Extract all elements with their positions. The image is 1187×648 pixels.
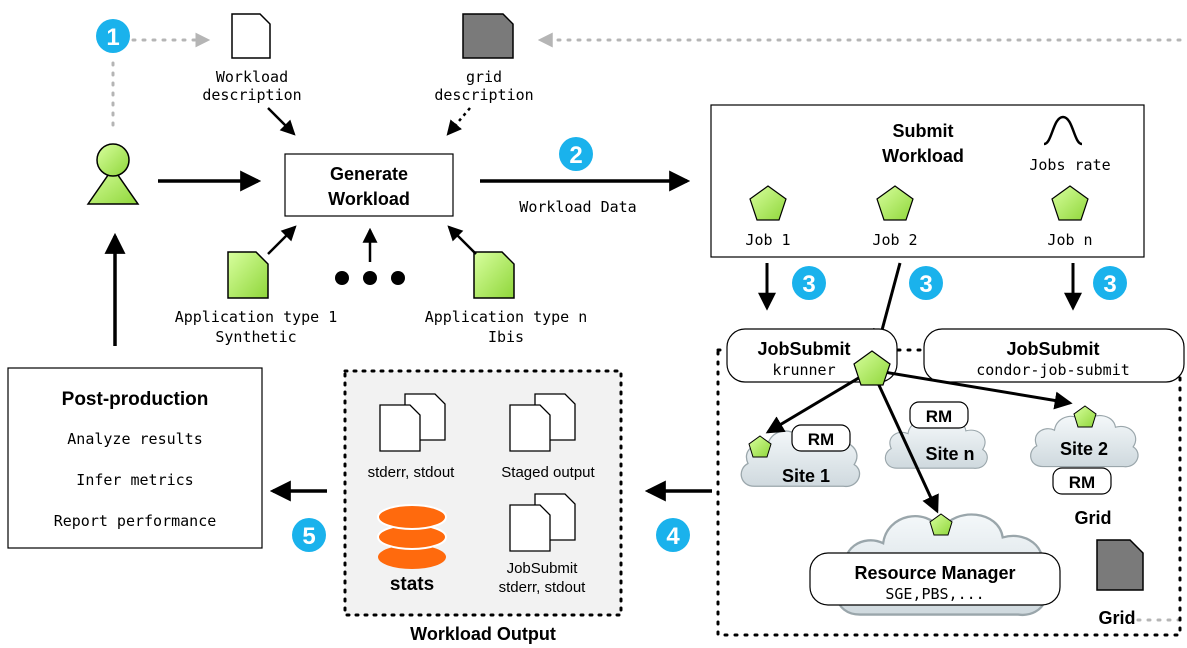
application-type-1-sub: Synthetic	[215, 328, 296, 346]
arrow-app1-to-generate	[267, 225, 297, 255]
jobsubmit-krunner-title: JobSubmit	[758, 339, 851, 359]
grid-label: Grid	[1074, 508, 1111, 528]
site-1-job-icon	[748, 435, 772, 458]
user-icon	[86, 143, 140, 205]
job-2-label: Job 2	[872, 231, 917, 249]
resource-manager-box	[809, 552, 1061, 606]
step-3-badge-job2: 3	[909, 266, 943, 300]
krunner-job-icon	[853, 350, 891, 386]
svg-text:4: 4	[666, 523, 680, 550]
grid-description-doc-icon	[462, 13, 514, 59]
site-2-rm-label: RM	[1069, 473, 1095, 492]
submit-workload-title: Submit	[893, 121, 954, 141]
site-2-job-icon	[1073, 405, 1097, 428]
staged-output-label: Staged output	[501, 464, 595, 481]
generate-workload-box	[284, 153, 454, 217]
step-1-badge: 1	[96, 19, 130, 53]
grid-doc-icon	[1096, 539, 1144, 591]
generate-workload-title: Generate	[330, 164, 408, 184]
jobsubmit-stderr-label-line2: stderr, stdout	[499, 579, 587, 596]
site-n-rm-box	[909, 401, 969, 429]
application-type-1-label: Application type 1	[175, 308, 338, 326]
application-type-n-sub: Ibis	[488, 328, 524, 346]
application-type-n-doc-icon	[473, 251, 515, 299]
stderr-stdout-docs-icon	[379, 393, 446, 452]
arrow-appn-to-generate	[447, 225, 477, 255]
staged-output-docs-icon	[509, 393, 576, 452]
workload-data-label: Workload Data	[519, 198, 636, 216]
site-1-rm-label: RM	[808, 430, 834, 449]
submit-workload-title-line2: Workload	[882, 146, 964, 166]
postproduction-item-report: Report performance	[54, 512, 217, 530]
arrow-krunner-to-resource-manager	[870, 369, 939, 514]
step-2-badge: 2	[559, 137, 593, 171]
step-4-badge: 4	[656, 518, 690, 552]
resource-manager-sub: SGE,PBS,...	[885, 585, 984, 603]
site-2-rm-box	[1052, 467, 1112, 495]
job-2-icon	[876, 185, 914, 221]
resource-manager-title: Resource Manager	[854, 563, 1015, 583]
site-n-rm-label: RM	[926, 407, 952, 426]
workload-description-doc-icon	[231, 13, 271, 59]
svg-text:5: 5	[302, 523, 315, 550]
job-n-label: Job n	[1047, 231, 1092, 249]
grid-description-label-line2: description	[434, 86, 533, 104]
svg-text:3: 3	[802, 271, 815, 298]
jobsubmit-condor-box	[923, 328, 1185, 383]
postproduction-item-infer: Infer metrics	[76, 471, 193, 489]
bottom-grid-label: Grid	[1098, 608, 1135, 628]
arrow-workload-desc-to-generate	[267, 107, 296, 136]
job-1-label: Job 1	[745, 231, 790, 249]
stderr-stdout-label: stderr, stdout	[368, 464, 456, 481]
step-5-badge: 5	[292, 518, 326, 552]
site-1-label: Site 1	[782, 466, 830, 486]
site-1-rm-box	[791, 424, 851, 452]
submit-workload-box	[710, 104, 1145, 258]
jobsubmit-stderr-label: JobSubmit	[507, 560, 579, 577]
jobsubmit-krunner-sub: krunner	[772, 361, 835, 379]
postproduction-box	[7, 367, 263, 549]
jobs-rate-label: Jobs rate	[1029, 156, 1110, 174]
application-type-n-label: Application type n	[425, 308, 588, 326]
svg-text:3: 3	[919, 271, 932, 298]
jobsubmit-stderr-docs-icon	[509, 493, 576, 552]
ellipsis-dot-1	[335, 271, 349, 285]
workload-description-label: Workload	[216, 68, 288, 86]
step-3-badge-jobn: 3	[1093, 266, 1127, 300]
site-n-label: Site n	[925, 444, 974, 464]
postproduction-title: Post-production	[62, 389, 209, 410]
svg-text:2: 2	[569, 142, 582, 169]
svg-text:1: 1	[106, 24, 119, 51]
stats-database-icon	[377, 504, 447, 569]
arrow-krunner-to-site2	[871, 368, 1073, 410]
job-1-icon	[749, 185, 787, 221]
jobsubmit-condor-sub: condor-job-submit	[976, 361, 1130, 379]
workload-description-label-line2: description	[202, 86, 301, 104]
grid-description-label: grid	[466, 68, 502, 86]
postproduction-item-analyze: Analyze results	[67, 430, 202, 448]
arrow-krunner-to-site1	[765, 368, 873, 434]
resource-manager-job-icon	[929, 513, 953, 536]
jobsubmit-condor-title: JobSubmit	[1007, 339, 1100, 359]
stats-label: stats	[390, 574, 434, 595]
application-type-1-doc-icon	[227, 251, 269, 299]
generate-workload-title-line2: Workload	[328, 189, 410, 209]
workload-output-title: Workload Output	[410, 624, 556, 644]
site-2-label: Site 2	[1060, 439, 1108, 459]
svg-text:3: 3	[1103, 271, 1116, 298]
ellipsis-dot-2	[363, 271, 377, 285]
ellipsis-dot-3	[391, 271, 405, 285]
job-n-icon	[1051, 185, 1089, 221]
step-3-badge-job1: 3	[792, 266, 826, 300]
arrow-grid-desc-to-generate	[446, 107, 471, 136]
jobs-rate-curve-icon	[1043, 115, 1083, 146]
jobsubmit-krunner-box	[726, 328, 898, 383]
